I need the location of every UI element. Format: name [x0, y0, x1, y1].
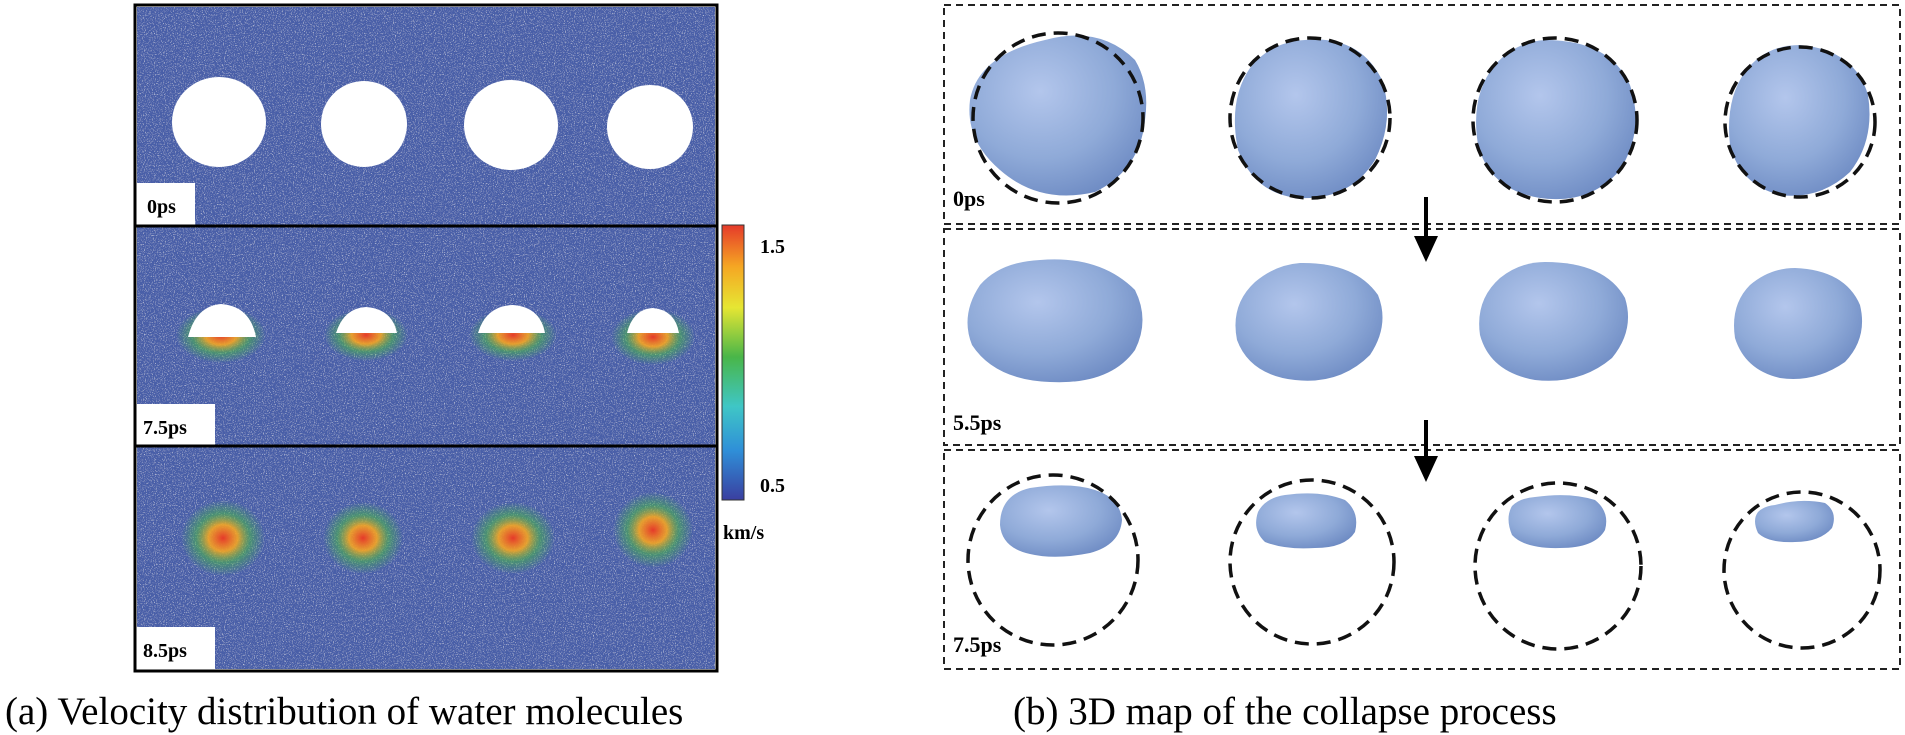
md-frame-7-5ps: 7.5ps — [137, 227, 715, 445]
bubble-3d — [969, 35, 1147, 196]
velocity-hotspot — [613, 492, 693, 568]
arrow-down-icon — [1414, 420, 1438, 482]
bubble-3d — [1000, 485, 1122, 557]
bubble-3d — [1235, 262, 1383, 381]
md-frame-0ps: 0ps — [137, 7, 715, 225]
initial-outline — [1228, 36, 1392, 200]
cavity — [336, 307, 397, 333]
bubble-3d — [1234, 39, 1388, 199]
time-label: 5.5ps — [953, 410, 1002, 435]
bubble-row-7-5ps: 7.5ps — [953, 473, 1882, 657]
velocity-hotspot — [323, 502, 403, 574]
bubble-3d — [1755, 500, 1834, 543]
bubble-3d — [1479, 262, 1629, 381]
cavity — [478, 305, 545, 333]
caption-b: (b) 3D map of the collapse process — [1013, 690, 1557, 733]
panel-b: 0ps 5.5ps 7. — [943, 4, 1901, 733]
cavity — [627, 308, 679, 333]
bubble-3d — [1508, 495, 1607, 549]
cavity — [607, 85, 693, 169]
initial-outline — [971, 31, 1145, 205]
bubble-3d — [967, 259, 1143, 383]
time-label-box — [137, 404, 215, 445]
initial-outline — [1723, 45, 1877, 199]
time-label: 7.5ps — [953, 632, 1002, 657]
panel-a: 0ps 7.5ps 8.5ps — [5, 3, 785, 733]
md-frame-8-5ps: 8.5ps — [137, 447, 715, 669]
panel-a-border — [133, 3, 719, 673]
time-label: 8.5ps — [143, 640, 187, 662]
bubble-row-5-5ps: 5.5ps — [953, 259, 1863, 435]
cavity — [321, 81, 407, 167]
time-label: 0ps — [953, 186, 985, 211]
time-label: 7.5ps — [143, 417, 187, 439]
cavity — [464, 80, 558, 170]
time-label-box — [137, 183, 195, 225]
initial-outline — [1228, 478, 1396, 646]
bubble-3d — [1734, 268, 1863, 379]
velocity-hotspot — [181, 500, 265, 576]
colorbar: 1.5 0.5 km/s — [721, 224, 785, 544]
bubble-row-0ps: 0ps — [953, 31, 1877, 211]
caption-a: (a) Velocity distribution of water molec… — [5, 690, 683, 733]
colorbar-gradient — [721, 224, 745, 501]
time-label-box — [137, 627, 215, 669]
initial-outline — [1473, 481, 1643, 651]
initial-outline — [1722, 490, 1882, 650]
velocity-hotspot — [471, 502, 555, 574]
cavity — [172, 77, 266, 167]
bubble-3d — [1729, 45, 1870, 196]
colorbar-min-label: 0.5 — [760, 475, 785, 497]
time-label: 0ps — [147, 196, 176, 218]
colorbar-unit: km/s — [723, 522, 764, 544]
frame-box-5-5ps — [943, 228, 1901, 446]
cavity — [188, 304, 256, 337]
arrow-down-icon — [1414, 197, 1438, 262]
initial-outline — [966, 473, 1140, 647]
bubble-3d — [1256, 493, 1357, 549]
initial-outline — [1471, 36, 1639, 204]
bubble-3d — [1476, 40, 1636, 200]
colorbar-max-label: 1.5 — [760, 236, 785, 258]
